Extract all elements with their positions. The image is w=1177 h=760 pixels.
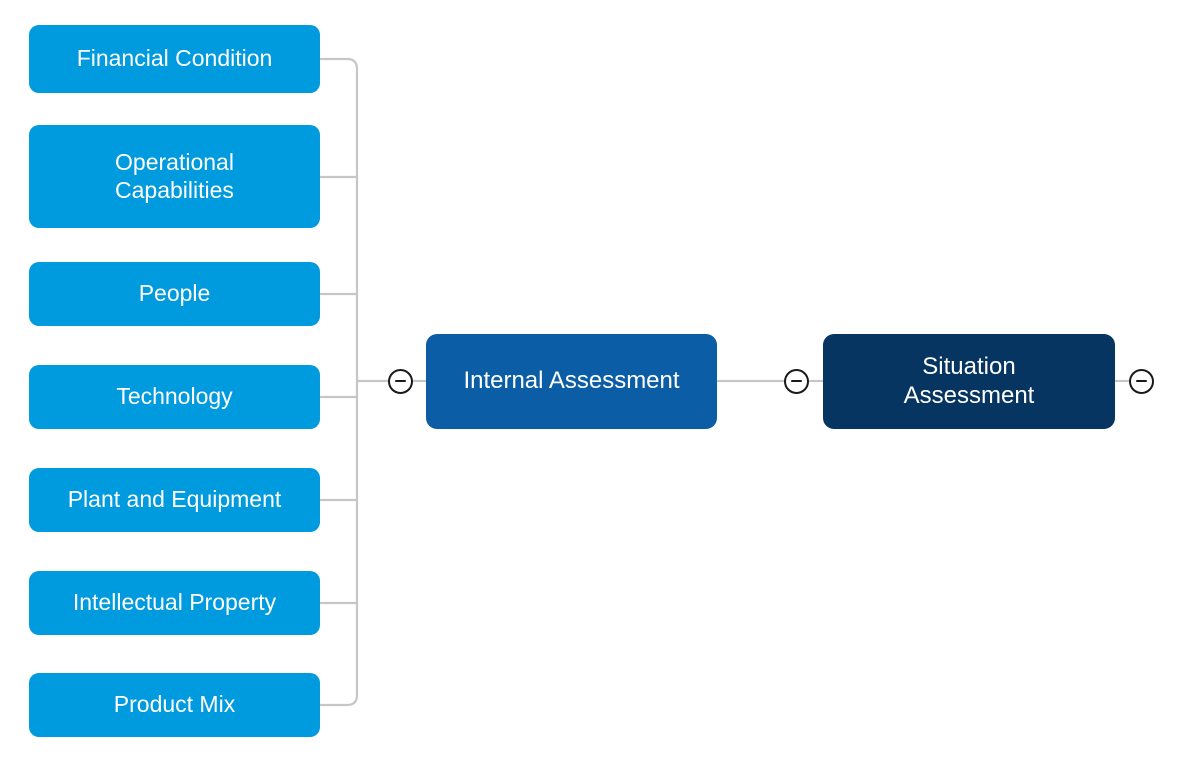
node-plant-and-equipment[interactable]: Plant and Equipment: [29, 468, 320, 532]
node-product-mix[interactable]: Product Mix: [29, 673, 320, 737]
node-intellectual-property[interactable]: Intellectual Property: [29, 571, 320, 635]
minus-icon: [1135, 379, 1147, 383]
node-people[interactable]: People: [29, 262, 320, 326]
node-technology[interactable]: Technology: [29, 365, 320, 429]
node-operational-capabilities[interactable]: Operational Capabilities: [29, 125, 320, 228]
leaf-spine: [346, 57, 359, 707]
node-financial-condition[interactable]: Financial Condition: [29, 25, 320, 93]
collapse-toggle-situation-assessment-left[interactable]: [783, 368, 809, 394]
node-internal-assessment[interactable]: Internal Assessment: [426, 334, 717, 429]
collapse-toggle-internal-assessment[interactable]: [387, 368, 413, 394]
minus-icon: [790, 379, 802, 383]
node-situation-assessment[interactable]: Situation Assessment: [823, 334, 1115, 429]
minus-icon: [394, 379, 406, 383]
collapse-toggle-situation-assessment-right[interactable]: [1128, 368, 1154, 394]
